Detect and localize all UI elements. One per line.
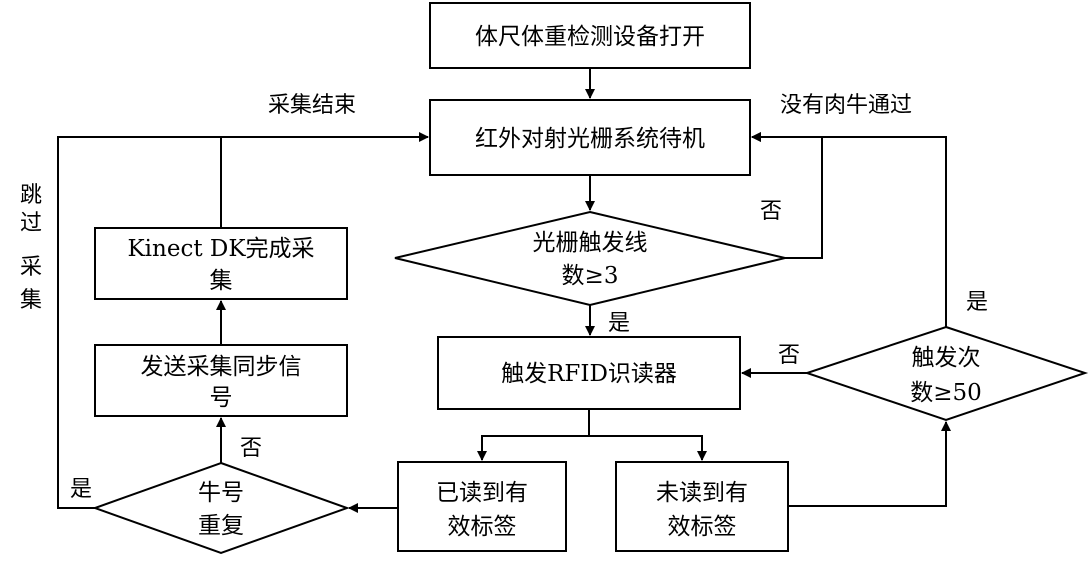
count-check-line1: 触发次 (912, 345, 981, 371)
read-fail-line2: 效标签 (668, 514, 737, 540)
sync-node: 发送采集同步信 号 (94, 344, 348, 417)
label-skip-collect: 跳 过 采 集 (20, 183, 42, 313)
label-collect-end: 采集结束 (268, 93, 356, 118)
rfid-node-label: 触发RFID识读器 (501, 361, 677, 387)
read-ok-node: 已读到有 效标签 (397, 461, 567, 552)
count-check-line2: 数≥50 (910, 380, 982, 406)
label-dup-no: 否 (240, 436, 262, 461)
read-fail-line1: 未读到有 (656, 480, 748, 506)
rfid-node: 触发RFID识读器 (437, 336, 741, 410)
sync-line1: 发送采集同步信 (141, 354, 302, 380)
trigger-check-line1: 光栅触发线 (533, 230, 648, 256)
dup-check-decision: 牛号 重复 (92, 461, 350, 555)
kinect-line1: Kinect DK完成采 (127, 236, 314, 262)
standby-node: 红外对射光栅系统待机 (429, 99, 751, 176)
standby-node-label: 红外对射光栅系统待机 (475, 126, 705, 152)
trigger-check-line2: 数≥3 (562, 263, 619, 289)
label-count-no: 否 (778, 343, 800, 368)
read-ok-line2: 效标签 (448, 514, 517, 540)
kinect-node: Kinect DK完成采 集 (94, 227, 348, 300)
label-skip-3: 采 (20, 255, 42, 280)
label-trigger-yes: 是 (608, 311, 630, 336)
start-node: 体尺体重检测设备打开 (429, 2, 751, 69)
dup-check-line1: 牛号 (198, 480, 244, 506)
count-check-decision: 触发次 数≥50 (803, 325, 1089, 422)
label-count-yes: 是 (966, 290, 988, 315)
label-skip-2: 过 (20, 211, 42, 236)
edge-fail-count (788, 421, 951, 507)
start-node-label: 体尺体重检测设备打开 (475, 24, 705, 50)
label-skip-4: 集 (20, 288, 42, 313)
sync-line2: 号 (210, 385, 233, 411)
read-ok-line1: 已读到有 (436, 480, 528, 506)
label-dup-yes: 是 (70, 477, 92, 502)
edge-rfid-split-right (589, 435, 707, 461)
label-trigger-no: 否 (760, 199, 782, 224)
label-skip-1: 跳 (20, 183, 42, 208)
label-no-cattle: 没有肉牛通过 (780, 93, 912, 118)
edge-count-yes-loop (751, 132, 947, 327)
dup-check-line2: 重复 (198, 513, 244, 539)
edge-dup-yes-loop (57, 132, 429, 509)
kinect-line2: 集 (210, 268, 233, 294)
edge-trigger-no-loop (751, 132, 823, 259)
trigger-check-decision: 光栅触发线 数≥3 (394, 210, 786, 307)
read-fail-node: 未读到有 效标签 (615, 461, 789, 552)
edge-rfid-split (477, 409, 590, 461)
